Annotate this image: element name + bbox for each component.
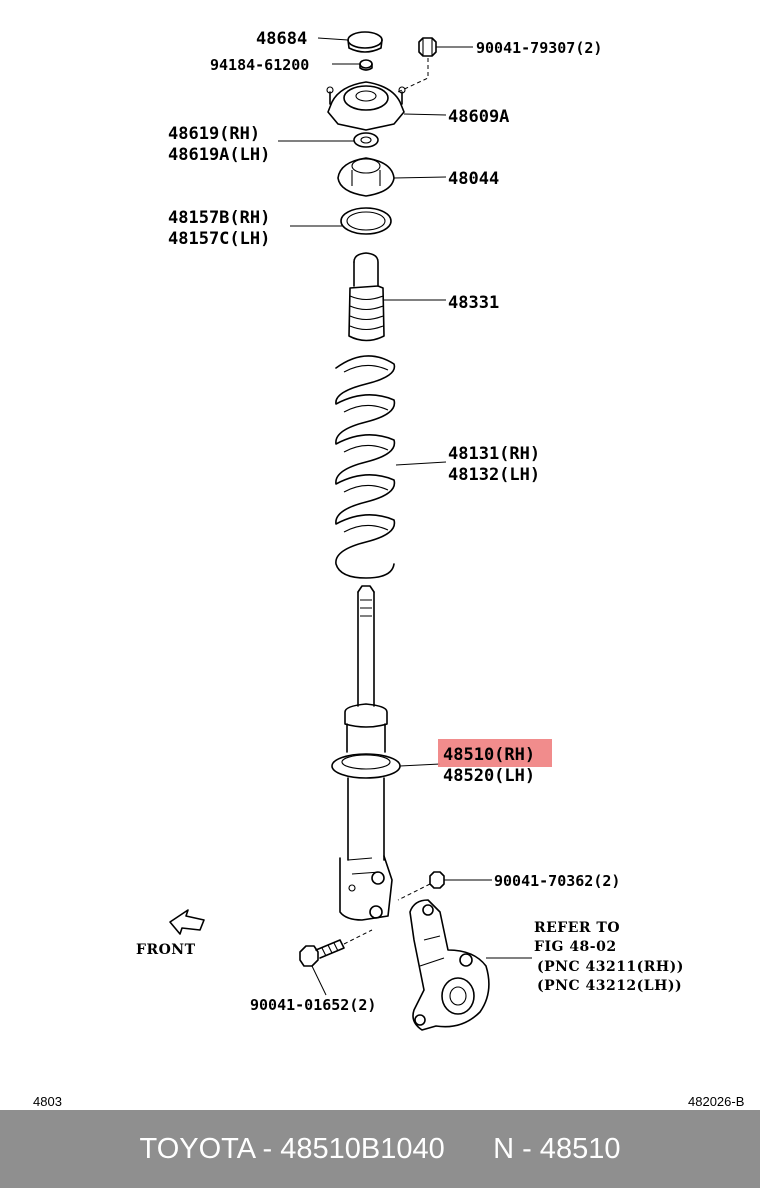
- label-48609A[interactable]: 48609A: [448, 107, 509, 127]
- label-90041-79307[interactable]: 90041-79307(2): [476, 39, 602, 57]
- page-code-right: 482026-B: [688, 1094, 744, 1109]
- label-90041-70362[interactable]: 90041-70362(2): [494, 872, 620, 890]
- strut-assembly-diagram: 48684 94184-61200 90041-79307(2) 48609A …: [33, 29, 744, 1109]
- label-48157C-lh[interactable]: 48157C(LH): [168, 229, 270, 249]
- label-48520-lh[interactable]: 48520(LH): [443, 766, 535, 786]
- label-48619A-lh[interactable]: 48619A(LH): [168, 145, 270, 165]
- insulator-48157: [340, 207, 392, 235]
- upper-support-48609A: [326, 81, 406, 131]
- label-48684[interactable]: 48684: [256, 29, 307, 49]
- nut-90041-70362: [397, 871, 445, 901]
- front-arrow-icon: [169, 909, 205, 935]
- bump-stopper-48331: [348, 252, 385, 342]
- footer-title: TOYOTA - 48510B1040 N - 48510: [139, 1132, 621, 1165]
- label-48131-rh[interactable]: 48131(RH): [448, 444, 540, 464]
- bolt-90041-01652: [299, 929, 373, 967]
- page-code-left: 4803: [33, 1094, 62, 1109]
- nut-90041-79307: [397, 37, 437, 93]
- steering-knuckle: [409, 899, 490, 1031]
- dust-cap-48684: [347, 31, 383, 53]
- bearing-48619: [353, 132, 379, 148]
- label-90041-01652[interactable]: 90041-01652(2): [250, 996, 376, 1014]
- footer-bar: TOYOTA - 48510B1040 N - 48510: [0, 1110, 760, 1188]
- label-94184-61200[interactable]: 94184-61200: [210, 56, 309, 74]
- highlight-48510: [438, 739, 552, 767]
- label-48619-rh[interactable]: 48619(RH): [168, 124, 260, 144]
- shock-absorber-48510: [331, 585, 401, 921]
- label-48510-rh[interactable]: 48510(RH): [443, 745, 535, 765]
- label-48132-lh[interactable]: 48132(LH): [448, 465, 540, 485]
- front-label: FRONT: [136, 942, 196, 958]
- nut-94184-61200: [359, 59, 373, 71]
- refer-note-line2[interactable]: FIG 48-02: [534, 939, 617, 955]
- refer-note-line1: REFER TO: [534, 920, 620, 936]
- refer-note-line3: (PNC 43211(RH)): [537, 959, 684, 975]
- upper-seat-48044: [337, 157, 395, 197]
- refer-note-line4: (PNC 43212(LH)): [537, 978, 682, 994]
- coil-spring-48131: [335, 355, 396, 579]
- label-48157B-rh[interactable]: 48157B(RH): [168, 208, 270, 228]
- label-48044[interactable]: 48044: [448, 169, 499, 189]
- label-48331[interactable]: 48331: [448, 293, 499, 313]
